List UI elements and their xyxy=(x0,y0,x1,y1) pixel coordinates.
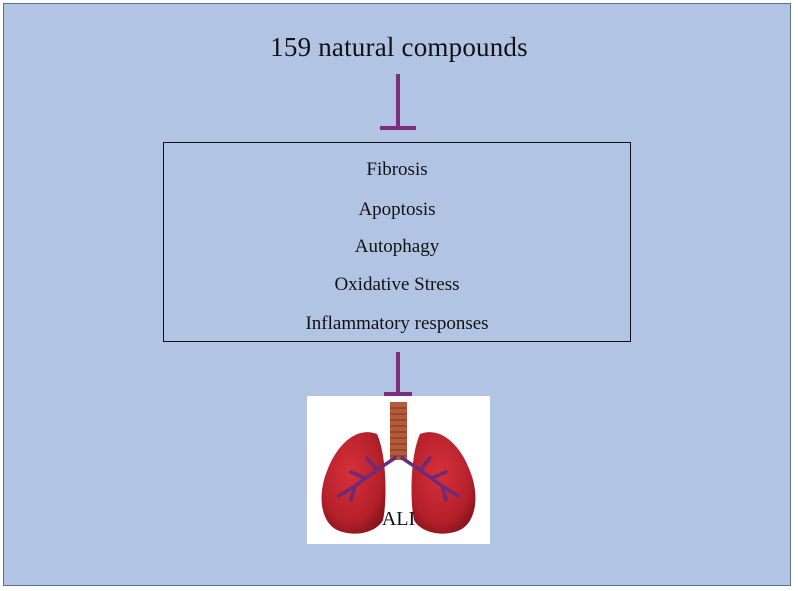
process-autophagy: Autophagy xyxy=(354,236,440,257)
lungs-icon xyxy=(321,402,476,534)
inhibition-arrow-icon xyxy=(384,352,412,396)
right-lung xyxy=(411,432,476,534)
process-inflammatory-responses: Inflammatory responses xyxy=(305,313,489,334)
inhibition-arrow-icon xyxy=(380,74,416,132)
left-lung xyxy=(321,432,386,534)
lungs-panel: ALI xyxy=(307,396,490,544)
trachea xyxy=(390,402,407,460)
processes-box: Fibrosis Apoptosis Autophagy Oxidative S… xyxy=(163,142,631,342)
process-oxidative-stress: Oxidative Stress xyxy=(334,274,460,295)
ali-label: ALI xyxy=(381,508,416,530)
process-apoptosis: Apoptosis xyxy=(358,199,436,220)
process-fibrosis: Fibrosis xyxy=(366,159,428,180)
diagram-title: 159 natural compounds xyxy=(270,32,528,62)
bronchi xyxy=(337,456,460,502)
